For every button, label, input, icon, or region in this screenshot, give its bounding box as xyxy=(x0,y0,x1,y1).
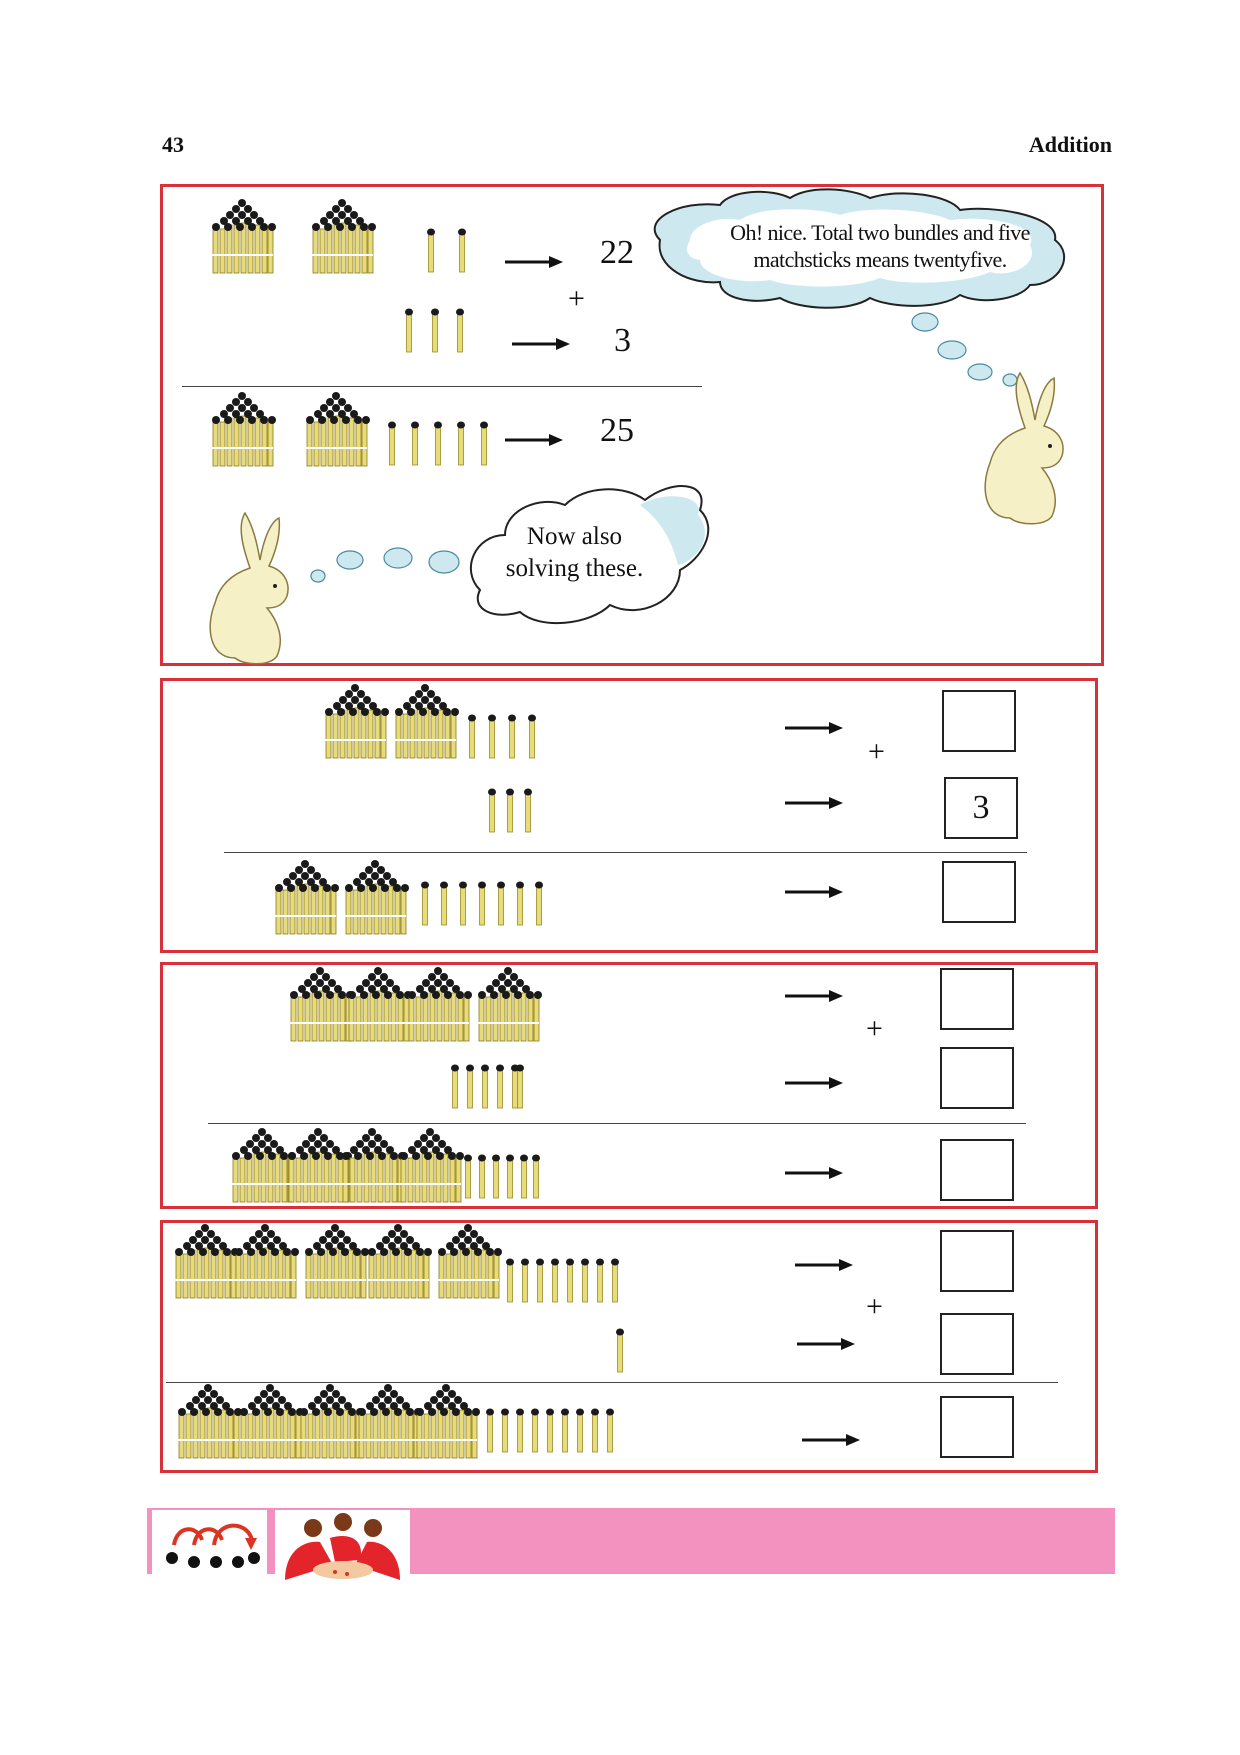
matchstick-bundle-icon xyxy=(305,391,371,467)
matchstick-icon xyxy=(455,308,465,353)
example-panel xyxy=(160,184,1104,666)
example-result: 25 xyxy=(600,412,634,449)
example-top-value: 22 xyxy=(600,234,634,271)
matchstick-icon xyxy=(433,421,443,466)
exercise-2-plus-sign: + xyxy=(866,1012,883,1045)
example-divider xyxy=(182,386,702,387)
matchstick-icon xyxy=(404,308,414,353)
speech-cloud xyxy=(469,485,710,625)
exercise-panel-3 xyxy=(160,1220,1098,1473)
thought-bubble-text: Oh! nice. Total two bundles and five mat… xyxy=(730,220,1030,272)
example-bottom-value: 3 xyxy=(614,322,631,359)
matchstick-icon xyxy=(479,421,489,466)
rabbit-illustration xyxy=(984,372,1064,525)
exercise-3-result-box[interactable] xyxy=(940,1396,1014,1458)
exercise-3-answer-box-2[interactable] xyxy=(940,1313,1014,1375)
matchstick-icon xyxy=(457,228,467,273)
exercise-2-answer-box-2[interactable] xyxy=(940,1047,1014,1109)
exercise-2-answer-box-1[interactable] xyxy=(940,968,1014,1030)
children-group-icon xyxy=(275,1510,410,1580)
exercise-3-divider xyxy=(166,1382,1058,1383)
exercise-2-result-box[interactable] xyxy=(940,1139,1014,1201)
exercise-3-answer-box-1[interactable] xyxy=(940,1230,1014,1292)
matchstick-icon xyxy=(410,421,420,466)
matchstick-bundle-icon xyxy=(211,391,277,467)
exercise-1-plus-sign: + xyxy=(868,735,885,768)
matchstick-icon xyxy=(426,228,436,273)
exercise-3-plus-sign: + xyxy=(866,1290,883,1323)
page-number: 43 xyxy=(162,132,184,157)
example-plus-sign: + xyxy=(568,282,585,315)
arrow-right-icon xyxy=(503,432,565,448)
exercise-1-answer-box-2[interactable]: 3 xyxy=(944,777,1018,839)
matchstick-icon xyxy=(456,421,466,466)
exercise-panel-1 xyxy=(160,678,1098,953)
matchstick-icon xyxy=(430,308,440,353)
exercise-1-answer-box-1[interactable] xyxy=(942,690,1016,752)
exercise-1-result-box[interactable] xyxy=(942,861,1016,923)
matchstick-icon xyxy=(387,421,397,466)
chapter-title: Addition xyxy=(1028,132,1112,157)
arrow-right-icon xyxy=(503,254,565,270)
number-jump-icon xyxy=(152,1510,267,1580)
rabbit-illustration xyxy=(209,512,289,665)
exercise-2-divider xyxy=(208,1123,1026,1124)
speech-bubble-text: Now also solving these. xyxy=(505,523,644,582)
matchstick-bundle-icon xyxy=(211,198,277,274)
exercise-panel-2 xyxy=(160,962,1098,1209)
exercise-1-divider xyxy=(224,852,1027,853)
matchstick-bundle-icon xyxy=(311,198,377,274)
arrow-right-icon xyxy=(510,336,572,352)
